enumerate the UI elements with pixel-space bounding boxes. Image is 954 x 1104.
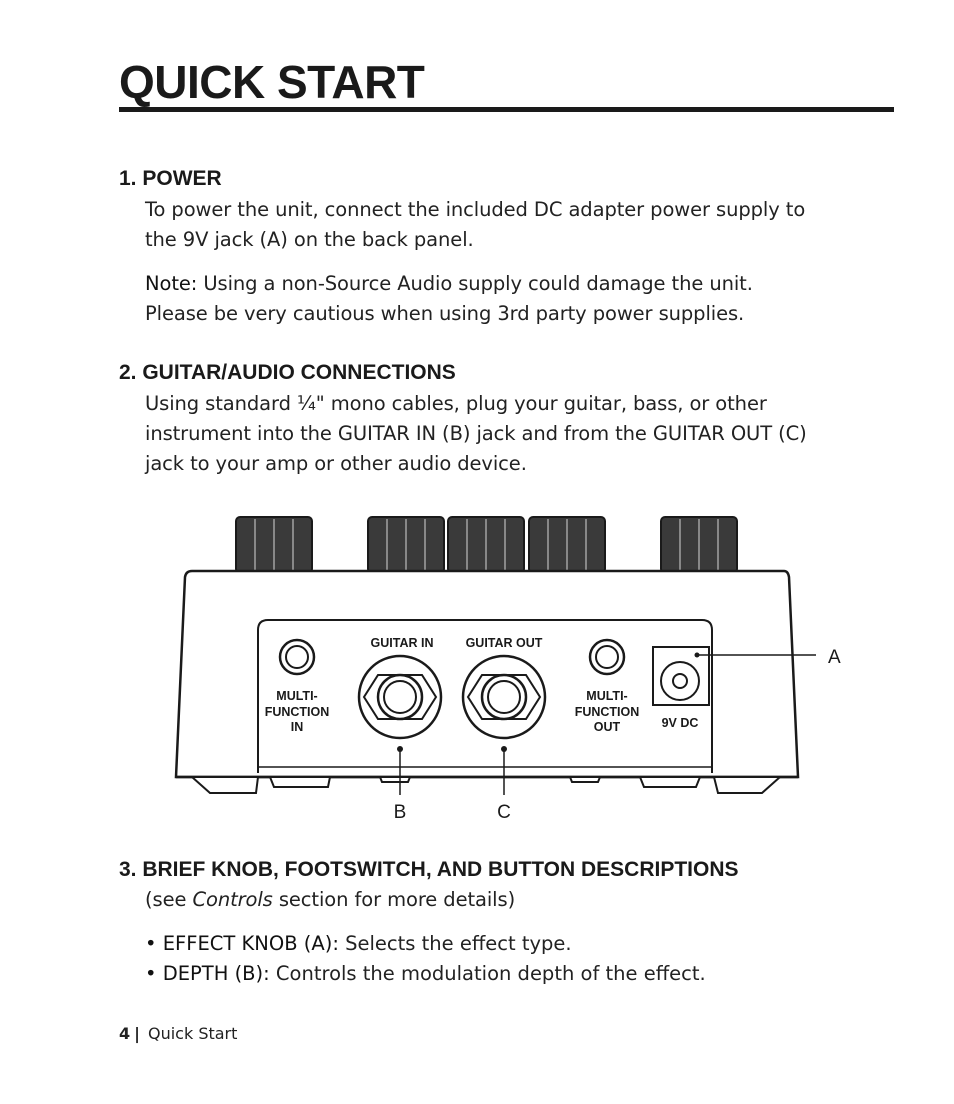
page-number: 4 <box>119 1024 131 1043</box>
section-heading-connections: 2. GUITAR/AUDIO CONNECTIONS <box>119 361 456 384</box>
dc-power-jack <box>652 646 710 706</box>
page-title: QUICK START <box>119 56 425 108</box>
note-label: Note: <box>145 272 198 295</box>
guitar-in-label: GUITAR IN <box>371 636 434 650</box>
connections-paragraph: Using standard ¼" mono cables, plug your… <box>145 389 890 479</box>
knob-2 <box>367 516 445 574</box>
connections-paragraph-line: instrument into the GUITAR IN (B) jack a… <box>145 422 807 445</box>
footer-separator: | <box>134 1024 140 1043</box>
power-paragraph-line: To power the unit, connect the included … <box>145 198 806 221</box>
multi-function-out-jack <box>588 638 626 676</box>
multi-function-out-label: OUT <box>594 720 621 734</box>
subtitle-text: (see <box>145 888 193 911</box>
power-paragraph: To power the unit, connect the included … <box>145 195 890 255</box>
bullet-text: Selects the effect type. <box>338 932 572 955</box>
pedal-feet <box>189 776 783 794</box>
callout-a: A <box>828 647 841 668</box>
bullet-label: • EFFECT KNOB (A): <box>145 932 339 955</box>
callout-c: C <box>497 802 511 823</box>
callout-b: B <box>394 802 407 823</box>
jack-panel <box>257 619 713 773</box>
multi-function-out-label: MULTI- <box>586 689 627 703</box>
guitar-out-jack <box>461 654 547 740</box>
multi-function-out-label: FUNCTION <box>575 705 640 719</box>
power-note: Note: Using a non-Source Audio supply co… <box>145 269 890 329</box>
multi-function-in-label: FUNCTION <box>265 705 330 719</box>
multi-function-in-label: IN <box>291 720 304 734</box>
knob-4 <box>528 516 606 574</box>
connections-paragraph-line: Using standard ¼" mono cables, plug your… <box>145 392 767 415</box>
section-heading-power: 1. POWER <box>119 167 222 190</box>
bullet-text: Controls the modulation depth of the eff… <box>269 962 706 985</box>
title-rule <box>119 107 894 112</box>
note-text: Using a non-Source Audio supply could da… <box>197 272 753 295</box>
pedal-back-panel-diagram: MULTI- FUNCTION IN GUITAR IN GUITAR OUT … <box>174 516 841 823</box>
note-text: Please be very cautious when using 3rd p… <box>145 302 745 325</box>
knob-1 <box>235 516 313 574</box>
dc-jack-label: 9V DC <box>662 716 699 730</box>
bullet-effect-knob: • EFFECT KNOB (A): Selects the effect ty… <box>145 929 572 959</box>
descriptions-subtitle: (see Controls section for more details) <box>145 885 890 915</box>
controls-reference: Controls <box>192 888 273 911</box>
multi-function-in-jack <box>278 638 316 676</box>
power-paragraph-line: the 9V jack (A) on the back panel. <box>145 228 474 251</box>
bullet-label: • DEPTH (B): <box>145 962 270 985</box>
guitar-out-label: GUITAR OUT <box>466 636 543 650</box>
multi-function-in-label: MULTI- <box>276 689 317 703</box>
section-heading-descriptions: 3. BRIEF KNOB, FOOTSWITCH, AND BUTTON DE… <box>119 858 739 881</box>
knob-5 <box>660 516 738 574</box>
guitar-in-jack <box>357 654 443 740</box>
subtitle-text: section for more details) <box>272 888 516 911</box>
bullet-depth: • DEPTH (B): Controls the modulation dep… <box>145 959 706 989</box>
connections-paragraph-line: jack to your amp or other audio device. <box>145 452 527 475</box>
footer-section: Quick Start <box>147 1024 238 1043</box>
page-footer: 4| Quick Start <box>119 1024 237 1043</box>
knob-3 <box>447 516 525 574</box>
